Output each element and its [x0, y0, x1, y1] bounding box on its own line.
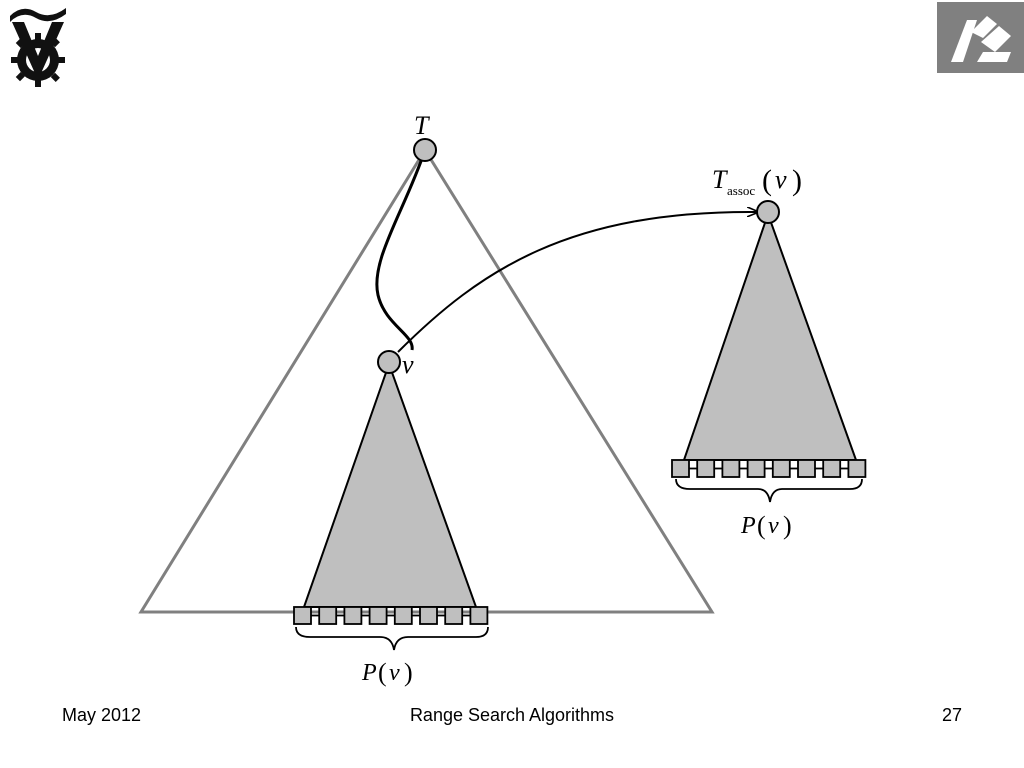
- root-label: T: [414, 111, 430, 140]
- assoc-label-paren-open: (: [762, 164, 772, 197]
- leaf-set-assoc-paren-open: (: [757, 511, 766, 540]
- leaf-set-arg: ν: [389, 660, 400, 686]
- assoc-leaf-3: [721, 459, 741, 478]
- assoc-label-arg: ν: [775, 165, 787, 194]
- leaf-set-paren-close: ): [404, 658, 413, 687]
- main-leaf-4: [368, 606, 388, 625]
- assoc-leaf-4: [746, 459, 766, 478]
- assoc-leaf-8: [847, 459, 867, 478]
- main-leaf-1: [293, 606, 312, 625]
- leaf-set-assoc-paren-close: ): [783, 511, 792, 540]
- leaf-set-paren-open: (: [378, 658, 387, 687]
- leaf-set-assoc-arg: ν: [768, 513, 779, 539]
- footer-title: Range Search Algorithms: [409, 705, 615, 725]
- node-v: [377, 350, 401, 374]
- assoc-leaf-7: [822, 459, 842, 478]
- footer-date: May 2012: [62, 705, 142, 725]
- main-leaf-7: [444, 606, 464, 625]
- assoc-pointer-arrow: [397, 212, 758, 353]
- brace-assoc: [675, 478, 863, 503]
- main-leaf-5: [393, 606, 413, 625]
- assoc-leaf-5: [771, 459, 791, 478]
- root-node: [413, 138, 437, 162]
- main-leaf-8: [469, 606, 489, 625]
- footer-page-number: 27: [941, 705, 962, 725]
- assoc-label-paren-close: ): [792, 164, 802, 197]
- search-path-curve: [375, 149, 427, 351]
- assoc-label-main: T: [712, 165, 728, 194]
- technion-logo-icon: [0, 0, 76, 94]
- hebrew-letter-logo-icon: [937, 2, 1024, 73]
- leaf-set-assoc-P: P: [740, 513, 756, 539]
- assoc-leaf-2: [696, 459, 716, 478]
- assoc-label: T assoc ( ν ): [712, 164, 802, 198]
- assoc-leaf-6: [797, 459, 816, 478]
- leaf-set-label-assoc: P ( ν ): [740, 511, 792, 540]
- leaves-main: [293, 606, 489, 625]
- node-v-label: ν: [402, 350, 414, 379]
- subtree-v-fill: [302, 361, 478, 608]
- main-leaf-3: [343, 606, 363, 625]
- leaf-set-label-main: P ( ν ): [361, 658, 413, 687]
- leaves-assoc: [671, 459, 867, 478]
- leaf-set-P: P: [361, 660, 377, 686]
- main-leaf-2: [318, 606, 338, 625]
- main-leaf-6: [419, 606, 438, 625]
- assoc-root-node: [756, 200, 780, 224]
- assoc-tree-fill: [682, 210, 858, 461]
- brace-main: [295, 626, 489, 651]
- assoc-leaf-1: [671, 459, 690, 478]
- assoc-label-sub: assoc: [727, 183, 755, 198]
